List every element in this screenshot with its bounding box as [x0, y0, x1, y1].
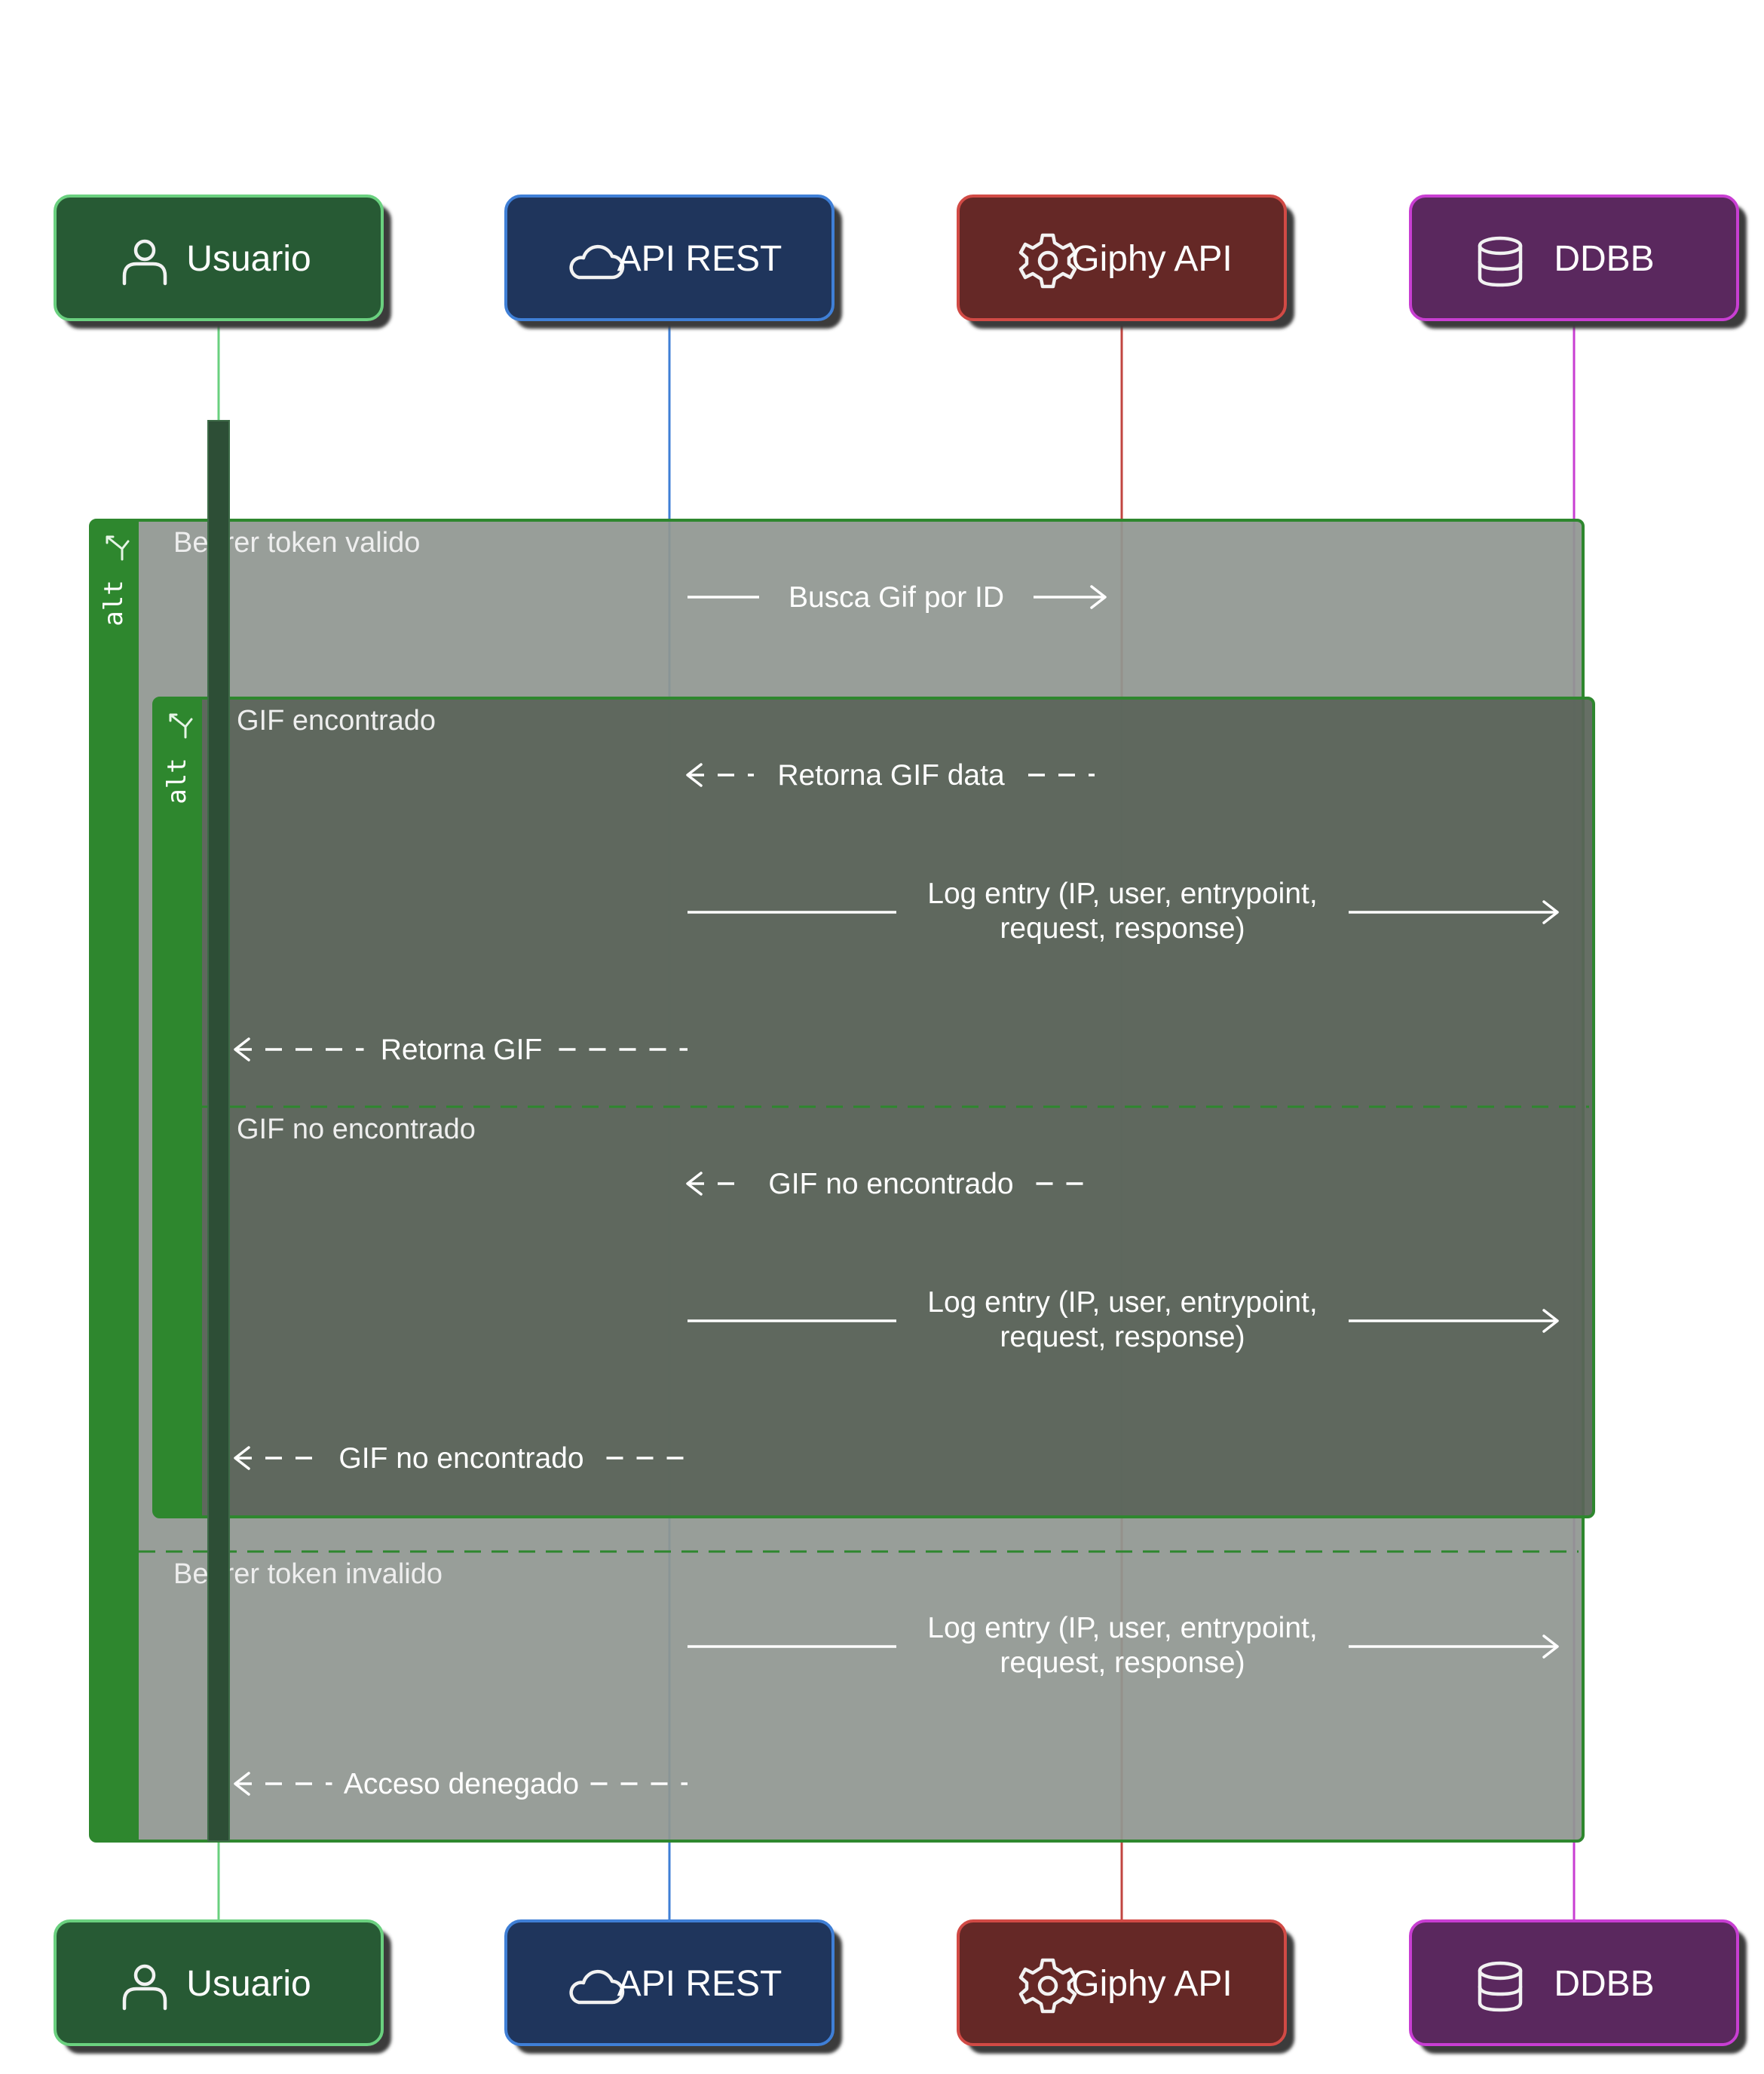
message-label-line-2: request, response) — [1000, 1321, 1245, 1353]
participant-label: API REST — [617, 239, 782, 279]
message-label: Log entry (IP, user, entrypoint, — [927, 878, 1317, 910]
participant-box — [957, 1919, 1287, 2046]
outer-alt-fragment-keyword-band — [90, 520, 139, 1841]
participant-label: Usuario — [186, 1964, 311, 2004]
message-label-line-2: request, response) — [1000, 912, 1245, 945]
arrowhead — [1542, 1634, 1559, 1659]
participant-ddbb-bottom[interactable]: DDBB — [1409, 1919, 1747, 2054]
outer-alt-fragment-keyword: alt — [99, 580, 129, 626]
message-m6: Log entry (IP, user, entrypoint,request,… — [688, 1286, 1559, 1353]
message-label: Retorna GIF — [381, 1034, 543, 1066]
participant-box — [1409, 1919, 1739, 2046]
arrowhead — [1542, 1309, 1559, 1333]
arrowhead — [234, 1037, 250, 1062]
participant-usuario-bottom[interactable]: Usuario — [54, 1919, 391, 2054]
participant-box — [957, 195, 1287, 321]
participant-api-top[interactable]: API REST — [504, 195, 842, 329]
arrowhead — [234, 1446, 250, 1470]
message-label: Log entry (IP, user, entrypoint, — [927, 1612, 1317, 1644]
arrowhead — [686, 1172, 703, 1196]
message-m1: Busca Gif por ID — [688, 581, 1107, 614]
participant-label: DDBB — [1554, 239, 1654, 279]
message-label-line-2: request, response) — [1000, 1647, 1245, 1679]
participant-usuario-top[interactable]: Usuario — [54, 195, 391, 329]
inner-alt-fragment-keyword: alt — [162, 758, 192, 804]
usuario-activation-bar — [207, 420, 230, 1842]
message-m7: GIF no encontrado — [234, 1442, 688, 1475]
arrowhead — [1090, 585, 1107, 609]
participant-api-bottom[interactable]: API REST — [504, 1919, 842, 2054]
participant-giphy-bottom[interactable]: Giphy API — [957, 1919, 1294, 2054]
arrowhead — [1542, 900, 1559, 924]
branch-icon — [106, 535, 130, 561]
inner-alt-fragment-condition-2: GIF no encontrado — [237, 1114, 476, 1145]
participant-label: Giphy API — [1071, 1964, 1232, 2004]
message-m3: Log entry (IP, user, entrypoint,request,… — [688, 878, 1559, 945]
participant-giphy-top[interactable]: Giphy API — [957, 195, 1294, 329]
message-label: Retorna GIF data — [777, 759, 1005, 792]
message-label: Acceso denegado — [344, 1768, 579, 1800]
message-m5: GIF no encontrado — [686, 1168, 1095, 1200]
participant-label: Giphy API — [1071, 239, 1232, 279]
participant-box — [54, 1919, 384, 2046]
message-m8: Log entry (IP, user, entrypoint,request,… — [688, 1612, 1559, 1679]
message-m4: Retorna GIF — [234, 1034, 688, 1066]
activation-layer — [207, 420, 230, 1842]
participant-box — [54, 195, 384, 321]
message-label: Log entry (IP, user, entrypoint, — [927, 1286, 1317, 1319]
arrowhead — [686, 763, 703, 787]
message-m2: Retorna GIF data — [686, 759, 1095, 792]
participant-box — [1409, 195, 1739, 321]
branch-icon — [169, 713, 193, 739]
participant-box — [504, 195, 835, 321]
inner-alt-fragment-condition-1: GIF encontrado — [237, 705, 436, 737]
message-label: GIF no encontrado — [768, 1168, 1013, 1200]
inner-alt-fragment-keyword-band — [154, 698, 202, 1517]
participant-label: Usuario — [186, 239, 311, 279]
participant-box — [504, 1919, 835, 2046]
participant-ddbb-top[interactable]: DDBB — [1409, 195, 1747, 329]
message-label: Busca Gif por ID — [789, 581, 1004, 614]
participant-label: API REST — [617, 1964, 782, 2004]
participant-label: DDBB — [1554, 1964, 1654, 2004]
message-label: GIF no encontrado — [338, 1442, 583, 1475]
message-m9: Acceso denegado — [234, 1768, 688, 1800]
arrowhead — [234, 1772, 250, 1796]
